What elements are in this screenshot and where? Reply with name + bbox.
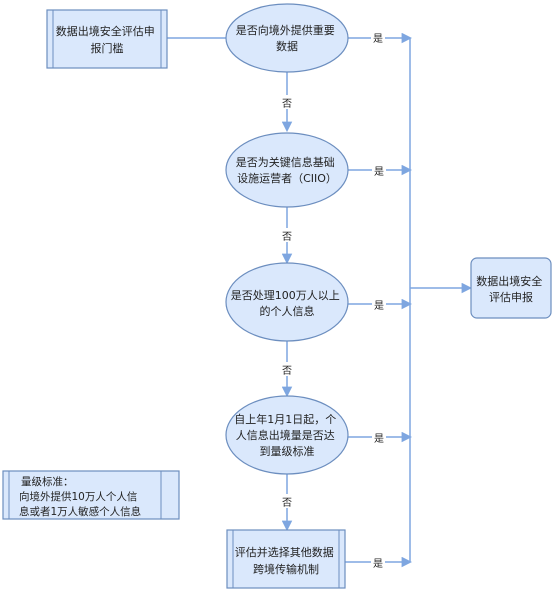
security-assessment-box: 数据出境安全 评估申报	[470, 257, 552, 319]
decision-ciio: 是否为关键信息基础 设施运营者（CIIO）	[225, 132, 349, 208]
decision-important-data-label: 是否向境外提供重要 数据	[236, 23, 339, 53]
edge-label-no: 否	[282, 231, 292, 243]
decision-million-individuals-label: 是否处理100万人以上 的个人信息	[231, 289, 344, 318]
edge-label-no: 否	[282, 365, 292, 377]
edge-label-no: 否	[282, 98, 292, 110]
threshold-box-label: 数据出境安全评估申 报门槛	[56, 24, 159, 55]
threshold-box: 数据出境安全评估申 报门槛	[46, 9, 168, 69]
edge-label-yes: 是	[374, 300, 384, 312]
no-labels: 否 否 否 否	[280, 95, 294, 509]
volume-standard-note: 量级标准： 向境外提供10万人个人信 息或者1万人敏感个人信息	[2, 470, 180, 520]
volume-standard-note-text: 量级标准： 向境外提供10万人个人信 息或者1万人敏感个人信息	[19, 476, 141, 518]
edge-label-yes: 是	[373, 33, 383, 45]
alternative-mechanism-box: 评估并选择其他数据 跨境传输机制	[226, 529, 346, 589]
yes-labels: 是 是 是 是 是	[371, 30, 386, 570]
edge-label-yes: 是	[374, 433, 384, 445]
edge-label-yes: 是	[373, 558, 383, 570]
edge-label-yes: 是	[374, 166, 384, 178]
edge-label-no: 否	[282, 497, 292, 509]
decision-volume-threshold: 自上年1月1日起，个 人信息出境量是否达 到量级标准	[225, 395, 349, 475]
security-assessment-label: 数据出境安全 评估申报	[476, 274, 546, 304]
decision-million-individuals: 是否处理100万人以上 的个人信息	[225, 262, 349, 342]
decision-volume-threshold-label: 自上年1月1日起，个 人信息出境量是否达 到量级标准	[234, 412, 340, 458]
alternative-mechanism-label: 评估并选择其他数据 跨境传输机制	[235, 545, 338, 576]
decision-ciio-label: 是否为关键信息基础 设施运营者（CIIO）	[236, 155, 339, 185]
decision-important-data: 是否向境外提供重要 数据	[225, 3, 349, 73]
